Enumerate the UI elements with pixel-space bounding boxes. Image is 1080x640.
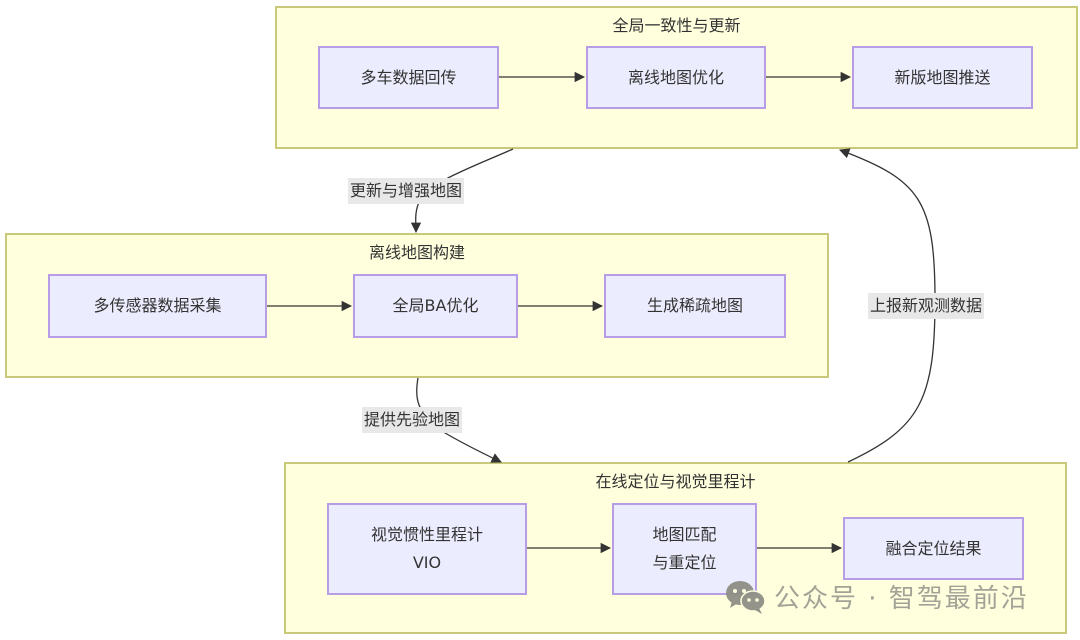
cluster-title: 在线定位与视觉里程计 bbox=[595, 472, 756, 491]
cluster-title: 全局一致性与更新 bbox=[612, 16, 741, 35]
node-new-map-push[interactable]: 新版地图推送 bbox=[852, 46, 1033, 109]
node-fused-localization-result[interactable]: 融合定位结果 bbox=[843, 517, 1024, 580]
node-label-line2: VIO bbox=[412, 553, 442, 572]
node-multi-sensor-collection[interactable]: 多传感器数据采集 bbox=[48, 274, 267, 338]
watermark-text: 公众号 · 智驾最前沿 bbox=[774, 584, 1029, 614]
wechat-icon bbox=[724, 579, 768, 615]
watermark: 公众号 · 智驾最前沿 bbox=[724, 578, 1029, 615]
node-label: 融合定位结果 bbox=[885, 538, 982, 558]
node-label-line2: 与重定位 bbox=[652, 553, 717, 572]
node-generate-sparse-map[interactable]: 生成稀疏地图 bbox=[604, 274, 786, 338]
node-label: 离线地图优化 bbox=[627, 67, 724, 87]
node-label: 全局BA优化 bbox=[392, 296, 479, 315]
node-multi-vehicle-upload[interactable]: 多车数据回传 bbox=[318, 46, 499, 109]
node-global-ba-optimization[interactable]: 全局BA优化 bbox=[353, 274, 518, 338]
node-label: 新版地图推送 bbox=[894, 67, 991, 87]
node-offline-map-optimization[interactable]: 离线地图优化 bbox=[586, 46, 766, 109]
node-map-matching-relocalization[interactable]: 地图匹配 与重定位 bbox=[612, 503, 757, 595]
cluster-title: 离线地图构建 bbox=[368, 243, 465, 262]
node-vio[interactable]: 视觉惯性里程计 VIO bbox=[327, 503, 527, 595]
edge-label-report-observations: 上报新观测数据 bbox=[868, 293, 985, 319]
node-label: 多车数据回传 bbox=[360, 67, 457, 87]
node-label: 多传感器数据采集 bbox=[93, 296, 222, 315]
edge-label-update-enhance: 更新与增强地图 bbox=[348, 178, 465, 204]
node-label-line1: 视觉惯性里程计 bbox=[370, 525, 483, 544]
node-label-line1: 地图匹配 bbox=[652, 525, 717, 544]
node-label: 生成稀疏地图 bbox=[646, 296, 743, 315]
edge-label-provide-prior: 提供先验地图 bbox=[362, 407, 463, 433]
